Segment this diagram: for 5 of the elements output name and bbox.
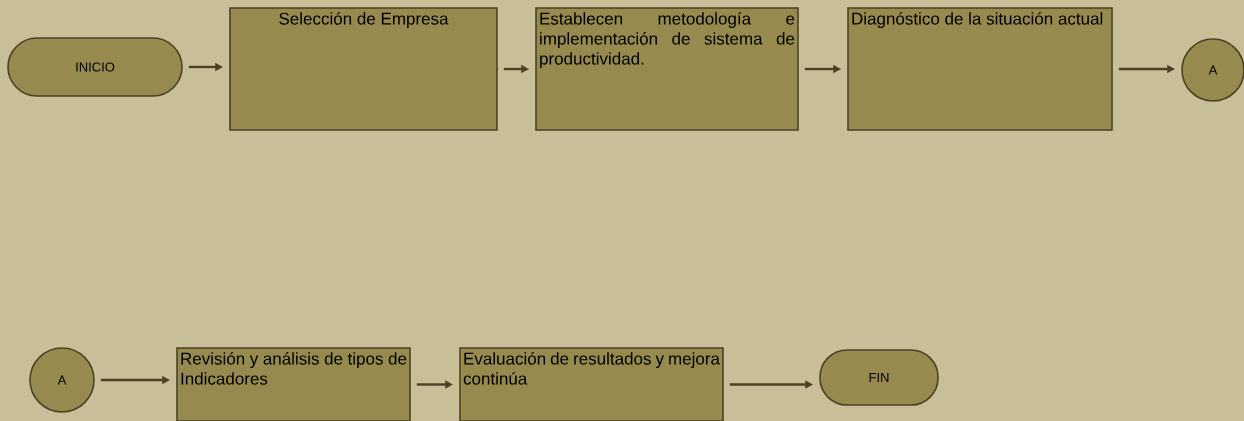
process-box: Diagnóstico de la situación actual: [847, 7, 1113, 131]
process-box: Establecen metodología e implementación de sistema de productividad.: [535, 7, 799, 131]
process-box: Selección de Empresa: [229, 7, 498, 131]
process-box: Revisión y análisis de tipos de Indicadores: [176, 347, 411, 421]
process-box: Evaluación de resultados y mejora continúa: [459, 347, 724, 421]
